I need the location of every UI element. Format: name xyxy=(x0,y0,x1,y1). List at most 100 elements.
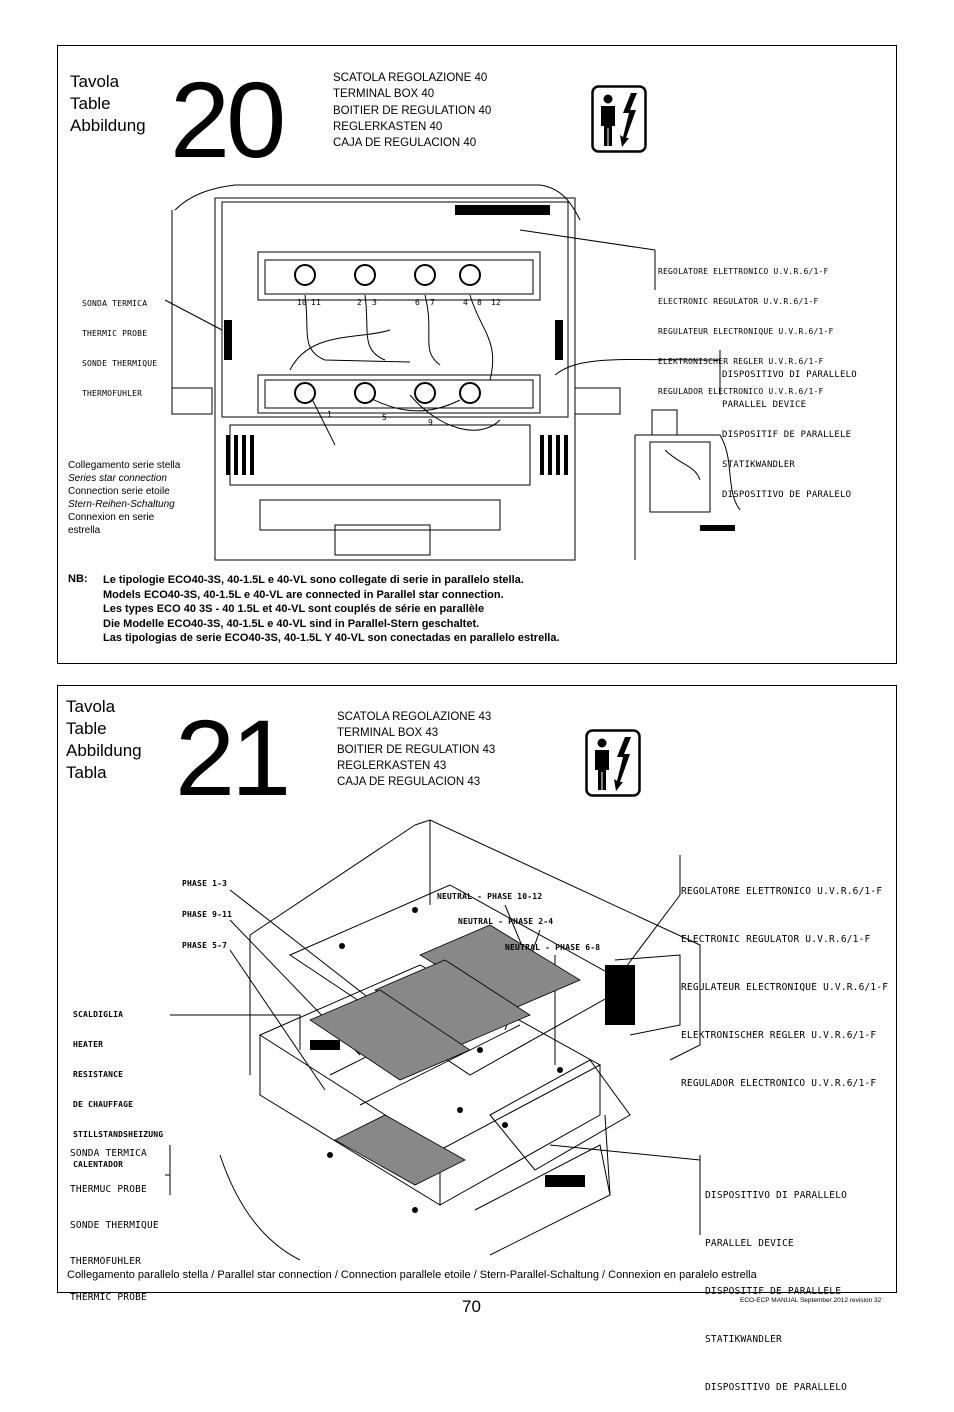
electrical-hazard-icon xyxy=(591,85,647,153)
label-line: Tabla xyxy=(66,763,107,782)
label-line: Tavola xyxy=(66,697,116,716)
terminal-number: 9 xyxy=(428,418,434,427)
callout-line: ELECTRONIC REGULATOR U.V.R.6/1-F xyxy=(658,297,819,306)
terminal-number: 6 xyxy=(415,298,421,307)
title-line: CAJA DE REGULACION 43 xyxy=(337,776,481,789)
nb-line: Die Modelle ECO40-3S, 40-1.5L e 40-VL si… xyxy=(103,617,480,630)
callout-line: DE CHAUFFAGE xyxy=(73,1100,134,1109)
terminal-number: 10 xyxy=(297,298,308,307)
callout-line: DISPOSITIVO DI PARALLELO xyxy=(705,1190,848,1201)
callout-line: STATIKWANDLER xyxy=(722,460,796,470)
title-line: BOITIER DE REGULATION 40 xyxy=(333,104,492,117)
callout-line: HEATER xyxy=(73,1040,104,1049)
callout-line: DISPOSITIVO DI PARALLELO xyxy=(722,370,857,380)
nb-line: Models ECO40-3S, 40-1.5L e 40-VL are con… xyxy=(103,588,504,601)
terminal-number: 4 xyxy=(463,298,469,307)
nb-line: Le tipologie ECO40-3S, 40-1.5L e 40-VL s… xyxy=(103,574,524,586)
label-line: Abbildung xyxy=(70,116,146,135)
thermic-probe-callout: SONDA TERMICA THERMIC PROBE SONDE THERMI… xyxy=(82,279,157,409)
table-21-panel xyxy=(57,685,897,1293)
callout-line: REGULADOR ELECTRONICO U.V.R.6/1-F xyxy=(658,387,824,396)
terminal-number: 5 xyxy=(382,413,388,422)
callout-line: STATIKWANDLER xyxy=(705,1334,782,1345)
page-number: 70 xyxy=(462,1297,481,1316)
series-star-connection-note: Collegamento serie stella Series star co… xyxy=(68,459,180,537)
callout-line: SONDE THERMIQUE xyxy=(70,1220,159,1231)
callout-line: THERMUC PROBE xyxy=(70,1184,147,1195)
label-line: Tavola xyxy=(70,72,120,91)
footer-revision: ECO-ECP MANUAL September 2012 revision 3… xyxy=(740,1297,882,1304)
terminal-number: 1 xyxy=(327,410,333,419)
callout-line: DISPOSITIF DE PARALLELE xyxy=(705,1286,842,1297)
callout-line: REGOLATORE ELETTRONICO U.V.R.6/1-F xyxy=(658,267,829,276)
note-line: Connection serie etoile xyxy=(68,486,170,497)
callout-line: REGULATEUR ELECTRONIQUE U.V.R.6/1-F xyxy=(658,327,834,336)
callout-line: ELEKTRONISCHER REGLER U.V.R.6/1-F xyxy=(658,357,824,366)
callout-line: REGULATEUR ELECTRONIQUE U.V.R.6/1-F xyxy=(681,982,889,993)
callout-line: ELECTRONIC REGULATOR U.V.R.6/1-F xyxy=(681,934,871,945)
table-20-number: 20 xyxy=(170,59,286,180)
callout-line: DISPOSITIVO DE PARALELO xyxy=(722,490,852,500)
callout-line: DISPOSITIVO DE PARALLELO xyxy=(705,1382,848,1393)
parallel-star-caption: Collegamento parallelo stella / Parallel… xyxy=(67,1269,757,1281)
thermic-probe-callout: SONDA TERMICA THERMUC PROBE SONDE THERMI… xyxy=(70,1124,159,1316)
title-line: REGLERKASTEN 43 xyxy=(337,759,447,772)
callout-line: REGULADOR ELECTRONICO U.V.R.6/1-F xyxy=(681,1078,877,1089)
note-line: estrella xyxy=(68,525,101,536)
title-line: TERMINAL BOX 40 xyxy=(333,88,435,101)
callout-line: THERMOFUHLER xyxy=(70,1256,142,1267)
terminal-number: 12 xyxy=(491,298,502,307)
callout-line: ELEKTRONISCHER REGLER U.V.R.6/1-F xyxy=(681,1030,877,1041)
callout-line: THERMIC PROBE xyxy=(82,329,148,338)
electronic-regulator-callout: REGOLATORE ELETTRONICO U.V.R.6/1-F ELECT… xyxy=(658,247,834,407)
neutral-label: NEUTRAL - PHASE 6-8 xyxy=(505,943,601,952)
electrical-hazard-icon xyxy=(585,729,641,797)
terminal-number: 2 xyxy=(357,298,363,307)
callout-line: SCALDIGLIA xyxy=(73,1010,124,1019)
title-line: REGLERKASTEN 40 xyxy=(333,120,443,133)
note-line: Stern-Reihen-Schaltung xyxy=(68,499,175,510)
parallel-device-callout: DISPOSITIVO DI PARALLELO PARALLEL DEVICE… xyxy=(705,1156,847,1412)
phase-label: PHASE 9-11 xyxy=(182,910,233,919)
table-20-panel xyxy=(57,45,897,664)
nb-tag: NB: xyxy=(68,573,88,585)
phase-label: PHASE 5-7 xyxy=(182,941,228,950)
callout-line: STILLSTANDSHEIZUNG xyxy=(73,1130,164,1139)
parallel-device-callout: DISPOSITIVO DI PARALLELO PARALLEL DEVICE… xyxy=(722,350,857,510)
callout-line: DISPOSITIF DE PARALLELE xyxy=(722,430,852,440)
callout-line: CALENTADOR xyxy=(73,1160,124,1169)
callout-line: SONDA TERMICA xyxy=(82,299,148,308)
label-line: Abbildung xyxy=(66,741,142,760)
title-line: TERMINAL BOX 43 xyxy=(337,727,439,740)
nb-line: Les types ECO 40 3S - 40 1.5L et 40-VL s… xyxy=(103,603,485,616)
neutral-label: NEUTRAL - PHASE 10-12 xyxy=(437,892,543,901)
callout-line: PARALLEL DEVICE xyxy=(722,400,807,410)
nb-note: Le tipologie ECO40-3S, 40-1.5L e 40-VL s… xyxy=(103,573,560,646)
note-line: Series star connection xyxy=(68,473,167,484)
callout-line: REGOLATORE ELETTRONICO U.V.R.6/1-F xyxy=(681,886,883,897)
nb-line: Las tipologias de serie ECO40-3S, 40-1.5… xyxy=(103,632,560,645)
title-line: CAJA DE REGULACION 40 xyxy=(333,137,477,150)
heater-callout: SCALDIGLIA HEATER RESISTANCE DE CHAUFFAG… xyxy=(73,990,163,1180)
title-line: BOITIER DE REGULATION 43 xyxy=(337,743,496,756)
terminal-number: 7 xyxy=(430,298,436,307)
electronic-regulator-callout: REGOLATORE ELETTRONICO U.V.R.6/1-F ELECT… xyxy=(681,852,888,1108)
terminal-box-40-drawing xyxy=(164,184,741,561)
title-line: SCATOLA REGOLAZIONE 40 xyxy=(333,72,488,84)
phase-label: PHASE 1-3 xyxy=(182,879,228,888)
callout-line: THERMOFUHLER xyxy=(82,389,143,398)
terminal-number: 8 xyxy=(477,298,483,307)
table-21-labels: Tavola Table Abbildung Tabla xyxy=(66,696,142,784)
note-line: Connexion en serie xyxy=(68,512,155,523)
table-20-titles: SCATOLA REGOLAZIONE 40 TERMINAL BOX 40 B… xyxy=(333,70,491,151)
callout-line: SONDA TERMICA xyxy=(70,1148,147,1159)
neutral-label: NEUTRAL - PHASE 2-4 xyxy=(458,917,554,926)
table-20-labels: Tavola Table Abbildung xyxy=(70,71,146,137)
callout-line: SONDE THERMIQUE xyxy=(82,359,158,368)
table-21-number: 21 xyxy=(175,697,291,818)
terminal-box-43-drawing xyxy=(165,819,701,1261)
terminal-number: 3 xyxy=(372,298,378,307)
title-line: SCATOLA REGOLAZIONE 43 xyxy=(337,711,492,723)
note-line: Collegamento serie stella xyxy=(68,460,181,471)
label-line: Table xyxy=(70,94,111,113)
